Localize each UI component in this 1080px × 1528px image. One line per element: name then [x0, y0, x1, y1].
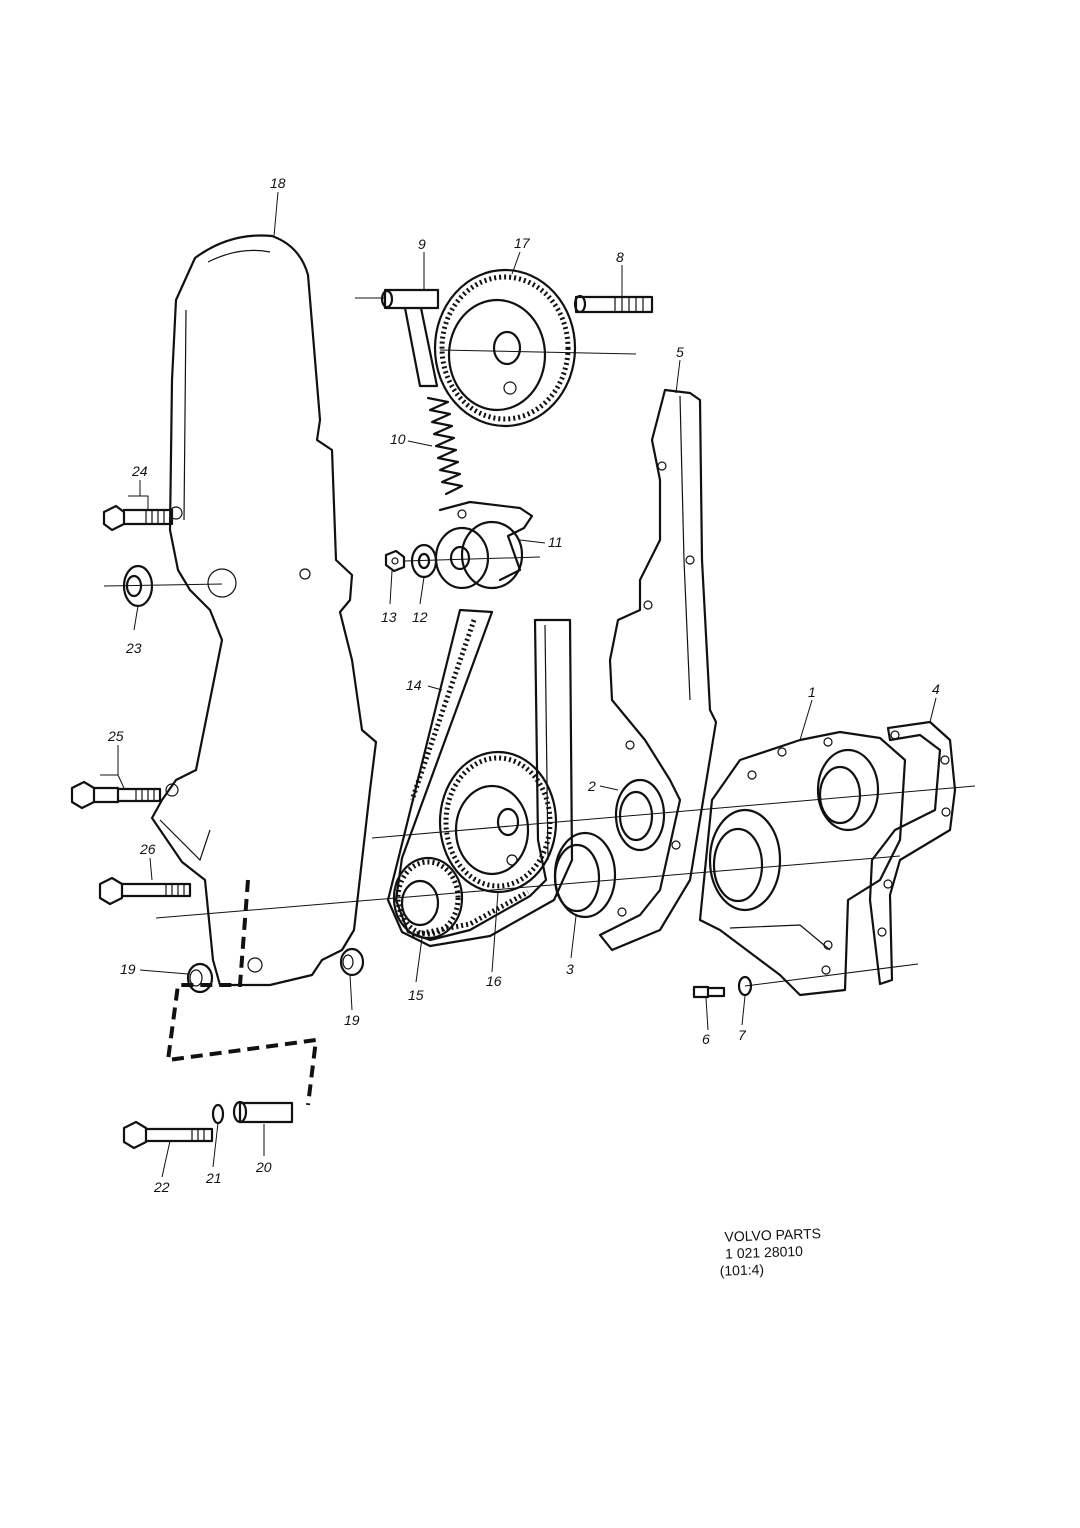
- callout-13: 13: [381, 609, 397, 625]
- leader-lines: [100, 191, 937, 1178]
- center-lines: [103, 297, 976, 987]
- reference-brand: VOLVO PARTS: [724, 1225, 821, 1244]
- intermediate-sprocket: [392, 856, 464, 940]
- callout-3: 3: [566, 961, 574, 977]
- sleeve-20: [232, 1100, 294, 1124]
- spacer-ring: [553, 831, 617, 919]
- bolt-24: [102, 504, 174, 532]
- inner-cover: [598, 388, 718, 952]
- nut-13: [384, 549, 406, 573]
- callout-19-left: 19: [120, 961, 136, 977]
- camshaft-sprocket: [433, 268, 577, 428]
- callout-12: 12: [412, 609, 428, 625]
- bolt-22: [122, 1120, 214, 1150]
- callout-21: 21: [205, 1170, 222, 1186]
- callout-4: 4: [932, 681, 940, 697]
- callout-16: 16: [486, 973, 502, 989]
- parts-reference: VOLVO PARTS 1 021 28010 (101:4): [719, 1225, 821, 1279]
- callout-24: 24: [131, 463, 148, 479]
- washer-7: [737, 975, 753, 997]
- timing-housing: [698, 730, 907, 997]
- callout-20: 20: [255, 1159, 272, 1175]
- assembly-dashed-path: [165, 879, 319, 1106]
- callout-6: 6: [702, 1031, 710, 1047]
- reference-number: 1 021 28010: [725, 1243, 804, 1262]
- callout-19-right: 19: [344, 1012, 360, 1028]
- callout-11: 11: [548, 534, 563, 550]
- callout-labels: 18 9 17 8 5 10 24 11 13 12 23 14 1 4 25 …: [107, 175, 940, 1195]
- callout-18: 18: [270, 175, 286, 191]
- callout-14: 14: [406, 677, 422, 693]
- callout-8: 8: [616, 249, 624, 265]
- tensioner-rod: [380, 288, 440, 388]
- callout-22: 22: [153, 1179, 170, 1195]
- bolt-25: [70, 780, 162, 810]
- tensioner-spring: [426, 396, 464, 496]
- callout-2: 2: [587, 778, 596, 794]
- callout-1: 1: [808, 684, 816, 700]
- reference-section: (101:4): [719, 1261, 764, 1279]
- callout-26: 26: [139, 841, 156, 857]
- belt-tensioner: [434, 500, 534, 590]
- callout-9: 9: [418, 236, 426, 252]
- callout-10: 10: [390, 431, 406, 447]
- bolt-26: [98, 876, 192, 906]
- callout-17: 17: [514, 235, 531, 251]
- timing-cover: [150, 234, 378, 987]
- callout-7: 7: [738, 1027, 747, 1043]
- callout-5: 5: [676, 344, 684, 360]
- stud: [573, 294, 654, 314]
- oil-seal-2: [614, 778, 666, 852]
- bolt-6: [692, 985, 726, 999]
- gasket: [868, 720, 957, 986]
- bush-19-left: [186, 962, 214, 994]
- washer-21: [211, 1103, 225, 1125]
- bush-19-right: [339, 947, 365, 977]
- callout-23: 23: [125, 640, 142, 656]
- callout-25: 25: [107, 728, 124, 744]
- callout-15: 15: [408, 987, 424, 1003]
